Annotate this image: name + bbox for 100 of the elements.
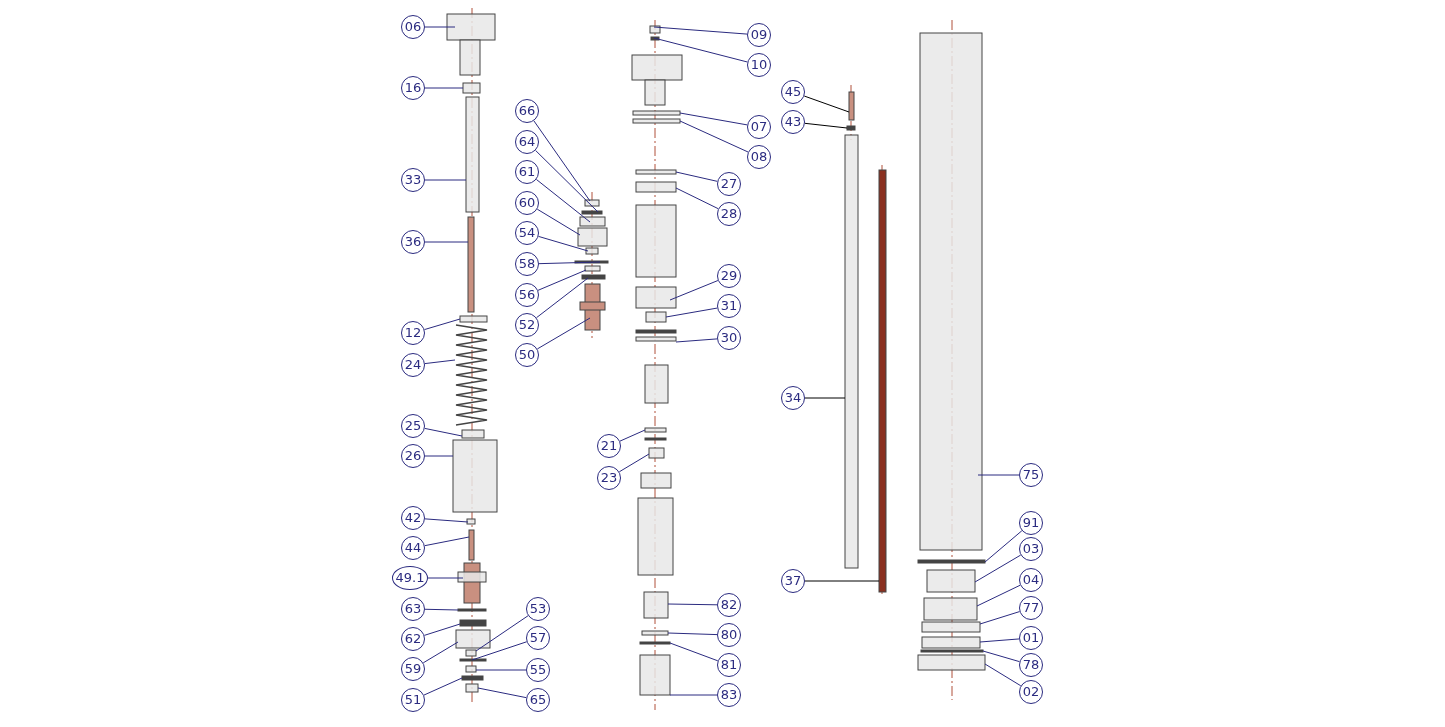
callout-number: 36 <box>401 230 425 254</box>
leader-line <box>979 638 1020 643</box>
callout-number: 62 <box>401 627 425 651</box>
callout-number: 64 <box>515 130 539 154</box>
callout-number: 50 <box>515 343 539 367</box>
callout-number: 51 <box>401 688 425 712</box>
callout-number: 49.1 <box>392 566 428 590</box>
callout-number: 81 <box>717 653 741 677</box>
callout-number: 27 <box>717 172 741 196</box>
leader-line <box>537 269 587 291</box>
leader-line <box>427 577 464 579</box>
callout-number: 66 <box>515 99 539 123</box>
callout-number: 37 <box>781 569 805 593</box>
leader-line <box>619 429 646 442</box>
leader-line <box>423 677 463 696</box>
leader-line <box>979 611 1021 625</box>
leader-line <box>424 26 456 28</box>
leader-line <box>675 338 718 343</box>
leader-line <box>424 318 461 331</box>
leader-line <box>974 554 1022 583</box>
leader-line <box>982 650 1020 663</box>
callout-number: 04 <box>1019 568 1043 592</box>
callout-number: 31 <box>717 294 741 318</box>
leader-line <box>976 584 1021 607</box>
leader-line <box>423 623 461 636</box>
callout-number: 57 <box>526 626 550 650</box>
leader-line <box>424 518 469 523</box>
leader-line <box>977 474 1020 476</box>
callout-number: 25 <box>401 414 425 438</box>
leader-line <box>667 632 718 636</box>
leader-line <box>804 580 880 582</box>
callout-number: 10 <box>747 53 771 77</box>
callout-number: 08 <box>747 145 771 169</box>
leader-line <box>477 687 527 699</box>
leader-line <box>984 530 1023 563</box>
callout-number: 65 <box>526 688 550 712</box>
callout-number: 33 <box>401 168 425 192</box>
callout-number: 78 <box>1019 653 1043 677</box>
callout-number: 44 <box>401 536 425 560</box>
callout-number: 30 <box>717 326 741 350</box>
leader-line <box>424 179 467 181</box>
callout-number: 28 <box>717 202 741 226</box>
leader-line <box>804 122 848 129</box>
callout-number: 43 <box>781 110 805 134</box>
callout-number: 12 <box>401 321 425 345</box>
callout-number: 34 <box>781 386 805 410</box>
callout-number: 54 <box>515 221 539 245</box>
callout-number: 53 <box>526 597 550 621</box>
leader-line <box>424 359 456 365</box>
callout-number: 55 <box>526 658 550 682</box>
leader-line <box>471 641 528 661</box>
callout-number: 75 <box>1019 463 1043 487</box>
leader-line <box>536 208 581 236</box>
callout-number: 80 <box>717 623 741 647</box>
callout-number: 23 <box>597 466 621 490</box>
callout-number: 03 <box>1019 537 1043 561</box>
leader-line <box>475 615 529 652</box>
callout-number: 09 <box>747 23 771 47</box>
leader-line <box>424 241 469 243</box>
callout-number: 83 <box>717 683 741 707</box>
callout-number: 60 <box>515 191 539 215</box>
callout-number: 59 <box>401 657 425 681</box>
leader-line <box>535 178 591 223</box>
callout-number: 56 <box>515 283 539 307</box>
callout-number: 01 <box>1019 626 1043 650</box>
leader-line <box>424 427 463 437</box>
leader-line <box>675 187 719 210</box>
leader-line <box>538 261 601 265</box>
callout-number: 42 <box>401 506 425 530</box>
callout-number: 16 <box>401 76 425 100</box>
leader-line <box>804 397 846 399</box>
callout-number: 29 <box>717 264 741 288</box>
leader-line <box>536 277 589 319</box>
callout-number: 24 <box>401 353 425 377</box>
callout-number: 82 <box>717 593 741 617</box>
leader-line <box>653 26 748 35</box>
leader-line <box>669 280 719 301</box>
leader-line <box>669 694 718 696</box>
leader-line <box>675 171 718 182</box>
callout-number: 06 <box>401 15 425 39</box>
leader-line <box>679 112 748 126</box>
leader-line <box>533 120 591 202</box>
callout-number: 52 <box>515 313 539 337</box>
leader-line <box>618 453 650 473</box>
leader-line <box>536 317 591 350</box>
leader-line <box>803 95 850 113</box>
leader-line <box>679 120 749 153</box>
leader-line <box>535 149 599 213</box>
callout-number: 21 <box>597 434 621 458</box>
callout-number: 91 <box>1019 511 1043 535</box>
leader-line <box>669 642 719 662</box>
leader-line <box>984 663 1022 687</box>
callout-number: 02 <box>1019 680 1043 704</box>
leader-line <box>424 455 454 457</box>
callout-number: 63 <box>401 597 425 621</box>
leader-line <box>667 603 718 606</box>
leader-line <box>424 536 470 547</box>
leader-line <box>475 669 527 671</box>
leader-line <box>538 235 589 252</box>
callout-number: 61 <box>515 160 539 184</box>
